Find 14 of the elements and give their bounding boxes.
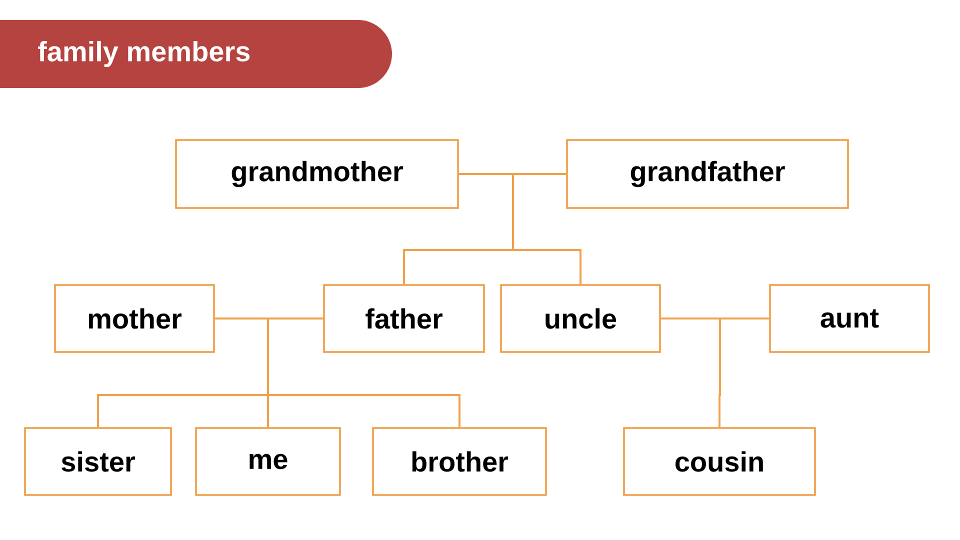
family-line (267, 318, 460, 428)
family-line (718, 318, 770, 428)
family-member-box: grandfather (566, 139, 849, 209)
family-member-box: mother (54, 284, 215, 353)
family-member-box: aunt (769, 284, 930, 353)
family-member-box: cousin (623, 427, 816, 496)
family-member-box: sister (24, 427, 172, 496)
family-member-box: grandmother (175, 139, 459, 209)
family-member-box: uncle (500, 284, 661, 353)
family-line (512, 173, 582, 284)
family-member-box: brother (372, 427, 547, 496)
family-member-box: father (323, 284, 485, 353)
family-member-box: me (195, 427, 341, 496)
title-banner: family members (0, 20, 392, 88)
